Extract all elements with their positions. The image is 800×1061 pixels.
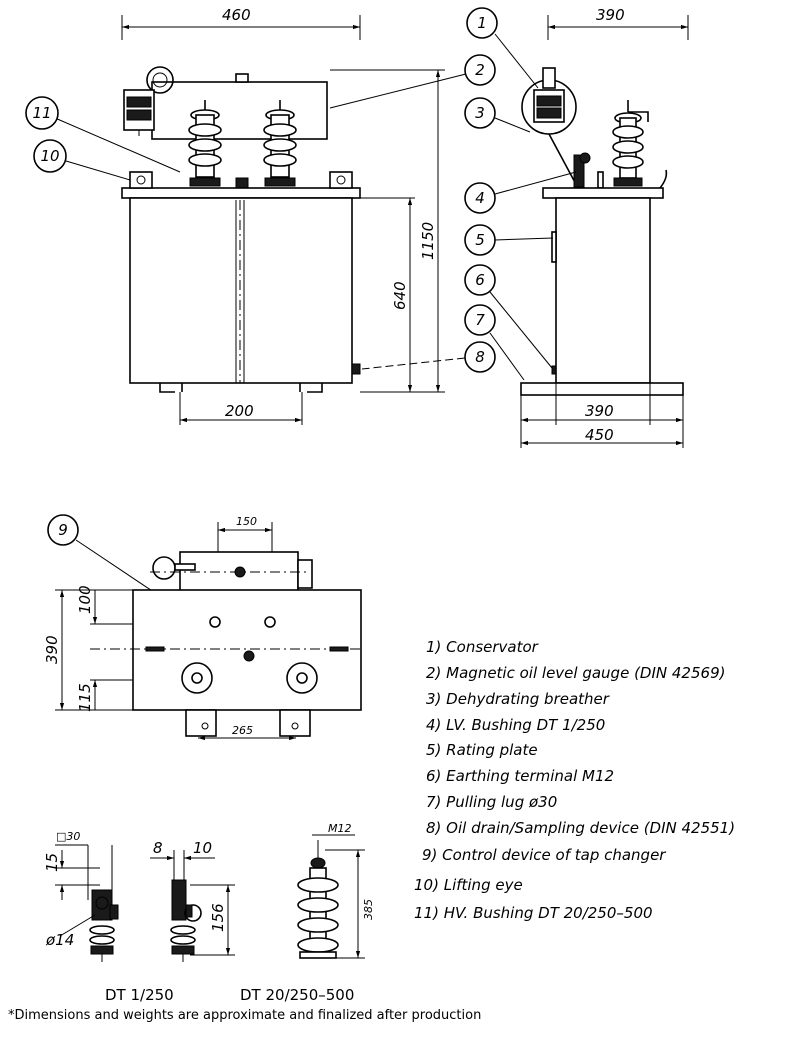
dim-plan-upper: 100 [76,585,94,614]
dim-plan-lower: 115 [76,683,94,712]
dim-lv-square: □30 [56,830,80,843]
lv-bushing-detail-1: □30 15 ø14 [43,830,119,962]
callout-6: 6 [475,271,485,289]
caption-hv: DT 20/250–500 [240,986,354,1004]
legend: 1) Conservator 2) Magnetic oil level gau… [414,638,735,922]
legend-item-9: 9) Control device of tap changer [422,846,666,864]
conservator [151,81,328,140]
hv-bushing-side [612,100,649,187]
dim-tank-height: 640 [391,281,409,310]
plan-view: 150 265 [43,515,362,741]
legend-item-2: 2) Magnetic oil level gauge (DIN 42569) [426,664,725,682]
callout-11: 11 [32,104,51,122]
legend-item-8: 8) Oil drain/Sampling device (DIN 42551) [426,819,735,837]
dim-top-width-right: 390 [596,6,625,24]
callout-8: 8 [475,348,485,366]
caption-lv: DT 1/250 [105,986,174,1004]
legend-item-1: 1) Conservator [426,638,539,656]
dim-base-inner: 390 [585,402,614,420]
hv-bushing-front-1 [188,100,222,187]
tank-cover [121,187,361,199]
callout-3: 3 [475,104,485,122]
dim-lv2-b: 10 [193,839,212,857]
lv-bushing-detail-2: 8 10 156 [150,839,235,962]
dim-hv-thread: M12 [328,822,352,835]
callout-9: 9 [58,521,68,539]
dim-plan-wheel-span: 265 [232,724,253,737]
callout-5: 5 [475,231,485,249]
callouts: 1 2 3 4 5 6 7 8 9 10 [25,7,577,656]
callout-1: 1 [477,14,487,32]
legend-item-4: 4) LV. Bushing DT 1/250 [426,716,605,734]
dim-hv-height: 385 [362,899,375,920]
callout-10: 10 [40,147,59,165]
legend-item-11: 11) HV. Bushing DT 20/250–500 [414,904,653,922]
legend-item-10: 10) Lifting eye [414,876,523,894]
dim-lv2-a: 8 [153,839,163,857]
front-view: 460 [121,6,445,425]
dim-base-outer: 450 [585,426,614,444]
callout-4: 4 [475,189,485,207]
base-frame [520,382,684,396]
footnote: *Dimensions and weights are approximate … [8,1008,481,1023]
dim-total-height: 1150 [419,222,437,260]
tank-plan [132,589,362,711]
callout-2: 2 [475,61,485,79]
dim-lv-diameter: ø14 [45,931,74,949]
hv-bushing-front-2 [263,100,297,187]
breather-front [123,89,155,136]
breather-side [533,67,565,123]
dim-plan-depth: 390 [43,635,61,664]
dim-top-width-left: 460 [222,6,251,24]
legend-item-3: 3) Dehydrating breather [426,690,610,708]
tank-side [555,197,651,384]
tank-front [129,197,353,384]
legend-item-6: 6) Earthing terminal M12 [426,767,614,785]
dim-lv2-height: 156 [209,903,227,932]
dim-wheel-span: 200 [225,402,254,420]
legend-item-5: 5) Rating plate [426,741,538,759]
dim-plan-bushing-spacing: 150 [236,515,257,528]
side-view: 390 [520,6,689,448]
legend-item-7: 7) Pulling lug ø30 [426,793,557,811]
hv-bushing-detail: M12 385 [297,822,375,959]
dim-lv-height: 15 [43,853,61,872]
callout-7: 7 [475,311,485,329]
